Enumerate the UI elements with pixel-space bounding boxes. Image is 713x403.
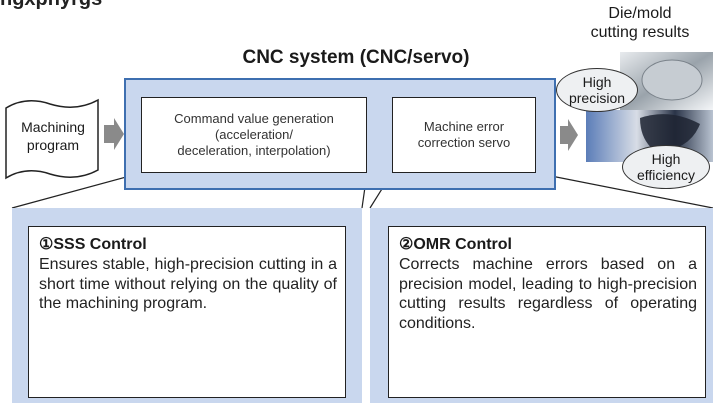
command-box-line1: Command value generation — [174, 111, 334, 126]
command-box-line3: deceleration, interpolation) — [177, 143, 331, 158]
omr-control-title: ②OMR Control — [399, 236, 512, 253]
arrow-cnc-to-results — [560, 119, 578, 151]
arrow-input-to-cnc — [104, 118, 124, 150]
partial-header-text: ngxphyrgs — [0, 0, 160, 10]
error-box-line1: Machine error — [423, 119, 505, 134]
high-efficiency-line1: High — [651, 151, 681, 167]
command-box-line2: (acceleration/ — [214, 127, 294, 142]
high-precision-line1: High — [582, 74, 612, 90]
high-precision-badge: High precision — [556, 68, 638, 112]
omr-control-description: Corrects machine errors based on a preci… — [399, 256, 697, 332]
machine-error-correction-box: Machine error correction servo — [392, 97, 536, 173]
command-value-generation-box: Command value generation (acceleration/ … — [141, 97, 367, 173]
results-title-line2: cutting results — [590, 24, 690, 41]
machining-program-document — [5, 98, 99, 180]
callout-line-right-outer — [535, 172, 713, 209]
error-box-line2: correction servo — [417, 135, 511, 150]
high-precision-line2: precision — [568, 90, 626, 106]
callout-line-left-outer — [11, 172, 142, 209]
high-efficiency-badge: High efficiency — [622, 145, 710, 189]
results-title: Die/mold cutting results — [570, 4, 710, 42]
sss-control-box: ①SSS Control Ensures stable, high-precis… — [28, 226, 346, 398]
precision-result-cavity — [641, 59, 703, 101]
omr-control-box: ②OMR Control Corrects machine errors bas… — [388, 226, 706, 398]
results-title-line1: Die/mold — [608, 5, 672, 22]
machining-program-line2: program — [26, 137, 80, 153]
efficiency-result-shape — [640, 114, 700, 152]
high-efficiency-line2: efficiency — [636, 167, 696, 183]
machining-program-label: Machining program — [8, 118, 98, 154]
machining-program-line1: Machining — [21, 119, 85, 135]
sss-control-title: ①SSS Control — [39, 236, 147, 253]
sss-control-description: Ensures stable, high-precision cutting i… — [39, 256, 337, 312]
cnc-system-title: CNC system (CNC/servo) — [242, 47, 470, 68]
